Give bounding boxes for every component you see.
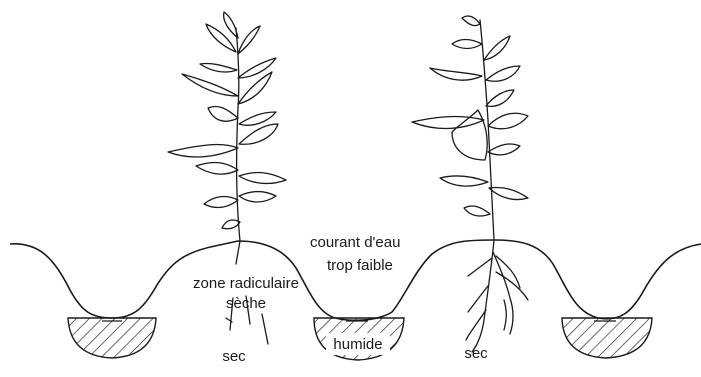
soil-profile-line <box>10 240 701 320</box>
label-sec-right: sec <box>456 344 496 363</box>
label-humide: humide <box>322 335 394 354</box>
label-zone-line2: sèche <box>196 294 296 313</box>
label-courant-line2: trop faible <box>327 256 437 275</box>
label-zone-line1: zone radiculaire <box>176 274 316 293</box>
water-pool-left <box>68 318 156 358</box>
label-courant-line1: courant d'eau <box>310 233 430 252</box>
water-pool-right <box>562 318 652 358</box>
label-sec-left: sec <box>214 347 254 366</box>
plant-right <box>412 16 528 352</box>
